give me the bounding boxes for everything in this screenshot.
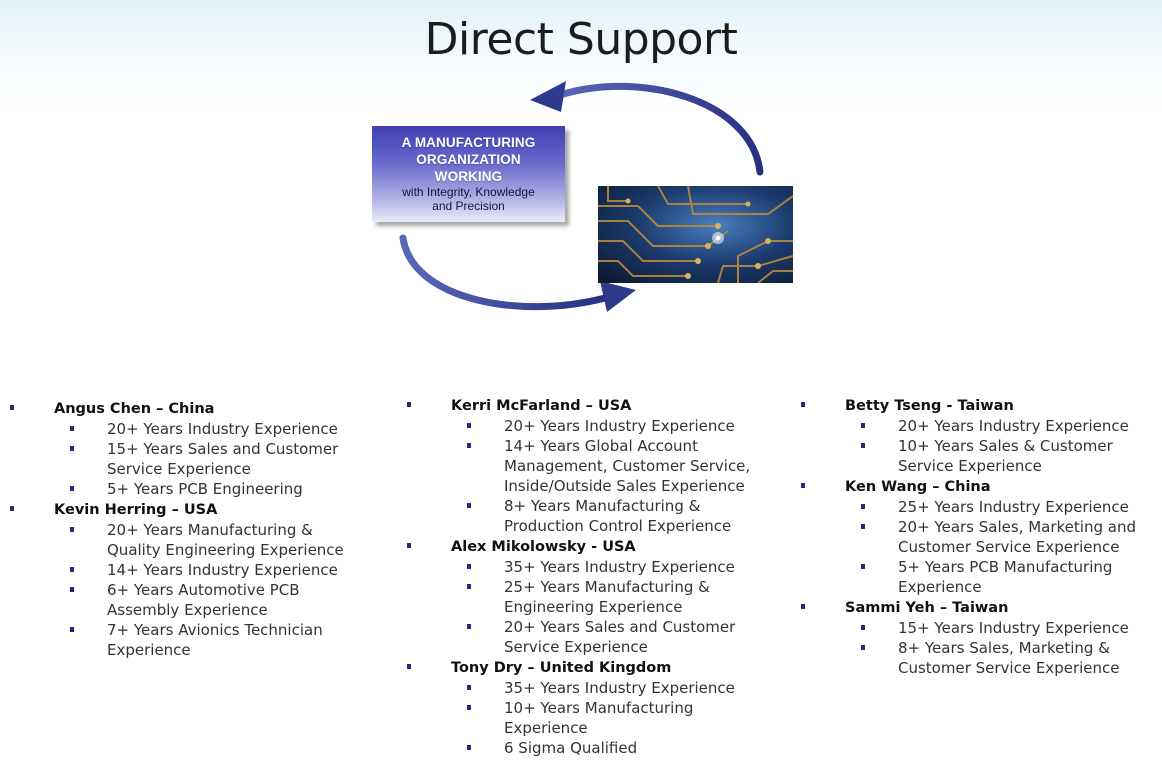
square-bullet-icon — [467, 443, 471, 448]
square-bullet-icon — [70, 527, 74, 532]
experience-item: 20+ Years Manufacturing &Quality Enginee… — [54, 520, 344, 560]
page-title: Direct Support — [424, 14, 738, 65]
square-bullet-icon — [467, 423, 471, 428]
org-tagline: with Integrity, Knowledge and Precision — [402, 185, 535, 213]
experience-item: 25+ Years Industry Experience — [845, 497, 1136, 517]
team-column-3: Betty Tseng - Taiwan 20+ Years Industry … — [801, 395, 1136, 678]
square-bullet-icon — [70, 567, 74, 572]
square-bullet-icon — [467, 564, 471, 569]
square-bullet-icon — [467, 685, 471, 690]
organization-box: A MANUFACTURING ORGANIZATION WORKING wit… — [372, 126, 565, 222]
square-bullet-icon — [70, 486, 74, 491]
square-bullet-icon — [467, 503, 471, 508]
person-betty-tseng: Betty Tseng - Taiwan 20+ Years Industry … — [801, 395, 1136, 476]
person-ken-wang: Ken Wang – China 25+ Years Industry Expe… — [801, 476, 1136, 597]
square-bullet-icon — [861, 504, 865, 509]
square-bullet-icon — [861, 564, 865, 569]
curved-arrow-top — [556, 82, 764, 176]
square-bullet-icon — [801, 483, 805, 488]
person-alex-mikolowsky: Alex Mikolowsky - USA 35+ Years Industry… — [407, 536, 750, 657]
square-bullet-icon — [10, 405, 14, 410]
square-bullet-icon — [861, 443, 865, 448]
person-kerri-mcfarland: Kerri McFarland – USA 20+ Years Industry… — [407, 395, 750, 536]
person-sammi-yeh: Sammi Yeh – Taiwan 15+ Years Industry Ex… — [801, 597, 1136, 678]
experience-item: 5+ Years PCB Engineering — [54, 479, 344, 499]
square-bullet-icon — [467, 705, 471, 710]
experience-item: 20+ Years Industry Experience — [845, 416, 1136, 436]
person-kevin-herring: Kevin Herring – USA 20+ Years Manufactur… — [10, 499, 344, 660]
experience-item: 8+ Years Manufacturing &Production Contr… — [451, 496, 750, 536]
experience-item: 14+ Years Industry Experience — [54, 560, 344, 580]
square-bullet-icon — [467, 624, 471, 629]
square-bullet-icon — [407, 543, 411, 548]
team-column-2: Kerri McFarland – USA 20+ Years Industry… — [407, 395, 750, 758]
experience-item: 20+ Years Industry Experience — [54, 419, 344, 439]
square-bullet-icon — [861, 645, 865, 650]
team-column-1: Angus Chen – China 20+ Years Industry Ex… — [10, 398, 344, 660]
square-bullet-icon — [10, 506, 14, 511]
experience-item: 15+ Years Industry Experience — [845, 618, 1136, 638]
experience-item: 25+ Years Manufacturing &Engineering Exp… — [451, 577, 750, 617]
circuit-board-image — [598, 186, 793, 283]
arrowhead-top — [530, 81, 566, 112]
experience-item: 35+ Years Industry Experience — [451, 678, 750, 698]
experience-item: 35+ Years Industry Experience — [451, 557, 750, 577]
square-bullet-icon — [467, 745, 471, 750]
square-bullet-icon — [407, 402, 411, 407]
arrowhead-bottom — [600, 281, 636, 312]
square-bullet-icon — [801, 604, 805, 609]
experience-item: 8+ Years Sales, Marketing &Customer Serv… — [845, 638, 1136, 678]
person-tony-dry: Tony Dry – United Kingdom 35+ Years Indu… — [407, 657, 750, 758]
square-bullet-icon — [407, 664, 411, 669]
square-bullet-icon — [861, 423, 865, 428]
square-bullet-icon — [70, 446, 74, 451]
square-bullet-icon — [861, 524, 865, 529]
experience-item: 20+ Years Industry Experience — [451, 416, 750, 436]
person-angus-chen: Angus Chen – China 20+ Years Industry Ex… — [10, 398, 344, 499]
square-bullet-icon — [801, 402, 805, 407]
square-bullet-icon — [70, 587, 74, 592]
square-bullet-icon — [467, 584, 471, 589]
square-bullet-icon — [70, 627, 74, 632]
experience-item: 6 Sigma Qualified — [451, 738, 750, 758]
square-bullet-icon — [70, 426, 74, 431]
square-bullet-icon — [861, 625, 865, 630]
org-headline: A MANUFACTURING ORGANIZATION WORKING — [401, 135, 536, 184]
curved-arrow-bottom — [399, 234, 609, 311]
